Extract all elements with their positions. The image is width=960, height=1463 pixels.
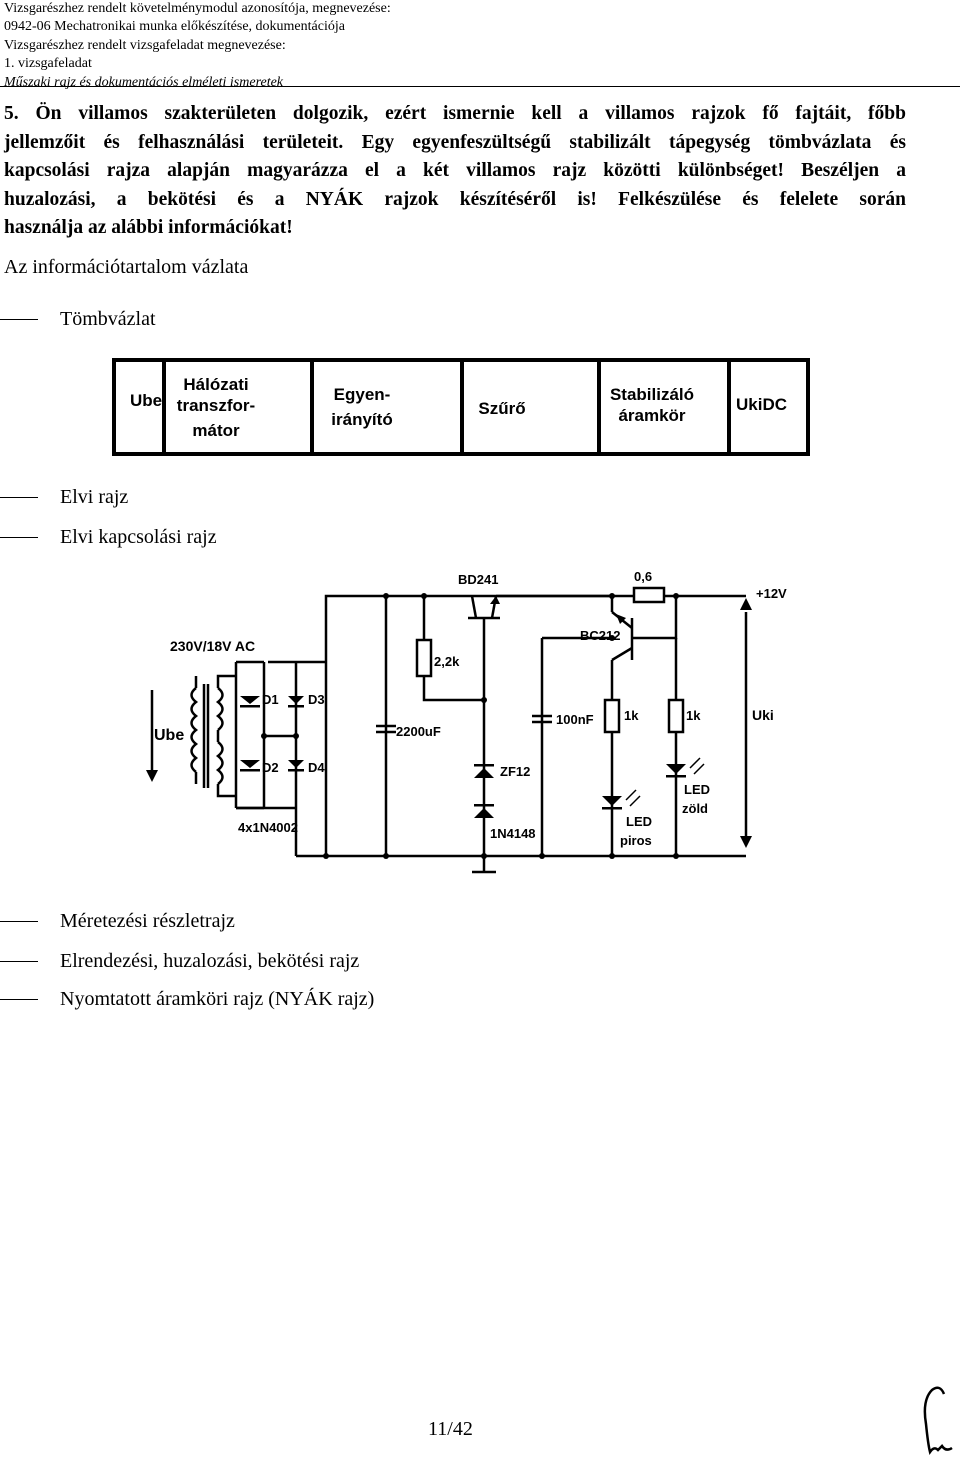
item-label: Méretezési részletrajz (60, 910, 235, 932)
ube-label: Ube (154, 727, 184, 744)
dash-bullet (0, 496, 38, 499)
c2-label: 100nF (556, 712, 594, 727)
q2-label: BC212 (580, 628, 620, 643)
transformer-label: 230V/18V AC (170, 638, 255, 654)
r2-label: 1k (624, 708, 639, 723)
block-label: Szűrő (478, 399, 525, 418)
rsense-label: 0,6 (634, 569, 652, 584)
page-header: Vizsgarészhez rendelt követelménymodul a… (4, 0, 391, 92)
diode-label: 1N4148 (490, 826, 536, 841)
dash-bullet (0, 536, 38, 539)
block-label: áramkör (618, 406, 685, 425)
block-label: irányító (331, 410, 392, 429)
dash-bullet (0, 998, 38, 1001)
vout-label: +12V (756, 586, 787, 601)
block-diagram: Ube Hálózati transzfor- mátor Egyen- irá… (112, 358, 810, 456)
task-statement: 5. Ön villamos szakterületen dolgozik, e… (4, 100, 906, 243)
r1-label: 2,2k (434, 654, 460, 669)
item-label: Nyomtatott áramköri rajz (NYÁK rajz) (60, 988, 375, 1010)
dash-bullet (0, 318, 38, 321)
header-divider (0, 86, 960, 87)
led-green-label: zöld (682, 801, 708, 816)
header-line: 0942-06 Mechatronikai munka előkészítése… (4, 19, 345, 35)
handwritten-initial (923, 1386, 953, 1456)
block-output-label: UkiDC (736, 395, 787, 414)
item-pcb: Nyomtatott áramköri rajz (NYÁK rajz) (0, 988, 374, 1011)
task-line: huzalozási, a bekötési és a NYÁK rajzok … (4, 188, 906, 210)
block-label: transzfor- (177, 396, 255, 415)
item-label: Elrendezési, huzalozási, bekötési rajz (60, 950, 360, 972)
led-red-label: piros (620, 833, 652, 848)
header-line: Vizsgarészhez rendelt követelménymodul a… (4, 1, 391, 16)
item-principle-drawing: Elvi rajz (0, 486, 128, 509)
item-label: Elvi rajz (60, 486, 129, 508)
block-label: Hálózati (183, 375, 248, 394)
task-line: 5. Ön villamos szakterületen dolgozik, e… (4, 103, 906, 124)
header-line: Műszaki rajz és dokumentációs elméleti i… (4, 74, 284, 90)
bridge-label: 4x1N4002 (238, 820, 298, 835)
block-label: Stabilizáló (610, 385, 694, 404)
task-line: kapcsolási rajza alapján magyarázza el a… (4, 160, 906, 182)
block-input-label: Ube (130, 391, 162, 410)
header-line: Vizsgarészhez rendelt vizsgafeladat megn… (4, 37, 286, 53)
d1-label: D1 (262, 692, 279, 707)
item-label: Elvi kapcsolási rajz (60, 526, 217, 548)
block-label: Egyen- (334, 385, 391, 404)
page-number: 11/42 (428, 1418, 473, 1440)
uki-label: Uki (752, 707, 774, 723)
header-line: 1. vizsgafeladat (4, 56, 92, 72)
c1-label: 2200uF (396, 724, 441, 739)
circuit-schematic: 230V/18V AC Ube D1 D3 D2 D4 4x1N4002 220… (146, 569, 787, 874)
d4-label: D4 (308, 760, 325, 775)
d3-label: D3 (308, 692, 325, 707)
d2-label: D2 (262, 760, 279, 775)
task-line: jellemzőit és felhasználási területeit. … (4, 131, 906, 153)
item-schematic: Elvi kapcsolási rajz (0, 526, 217, 549)
q1-label: BD241 (458, 572, 498, 587)
task-line: használja az alábbi információkat! (4, 217, 293, 239)
item-block-diagram: Tömbvázlat (0, 308, 156, 331)
led-green-label: LED (684, 782, 710, 797)
dash-bullet (0, 960, 38, 963)
dash-bullet (0, 920, 38, 923)
zener-label: ZF12 (500, 764, 530, 779)
item-layout: Elrendezési, huzalozási, bekötési rajz (0, 950, 359, 973)
r3-label: 1k (686, 708, 701, 723)
item-label: Tömbvázlat (60, 308, 156, 330)
item-dimensioning: Méretezési részletrajz (0, 910, 235, 933)
led-red-label: LED (626, 814, 652, 829)
outline-title: Az információtartalom vázlata (4, 256, 249, 278)
block-label: mátor (192, 421, 240, 440)
